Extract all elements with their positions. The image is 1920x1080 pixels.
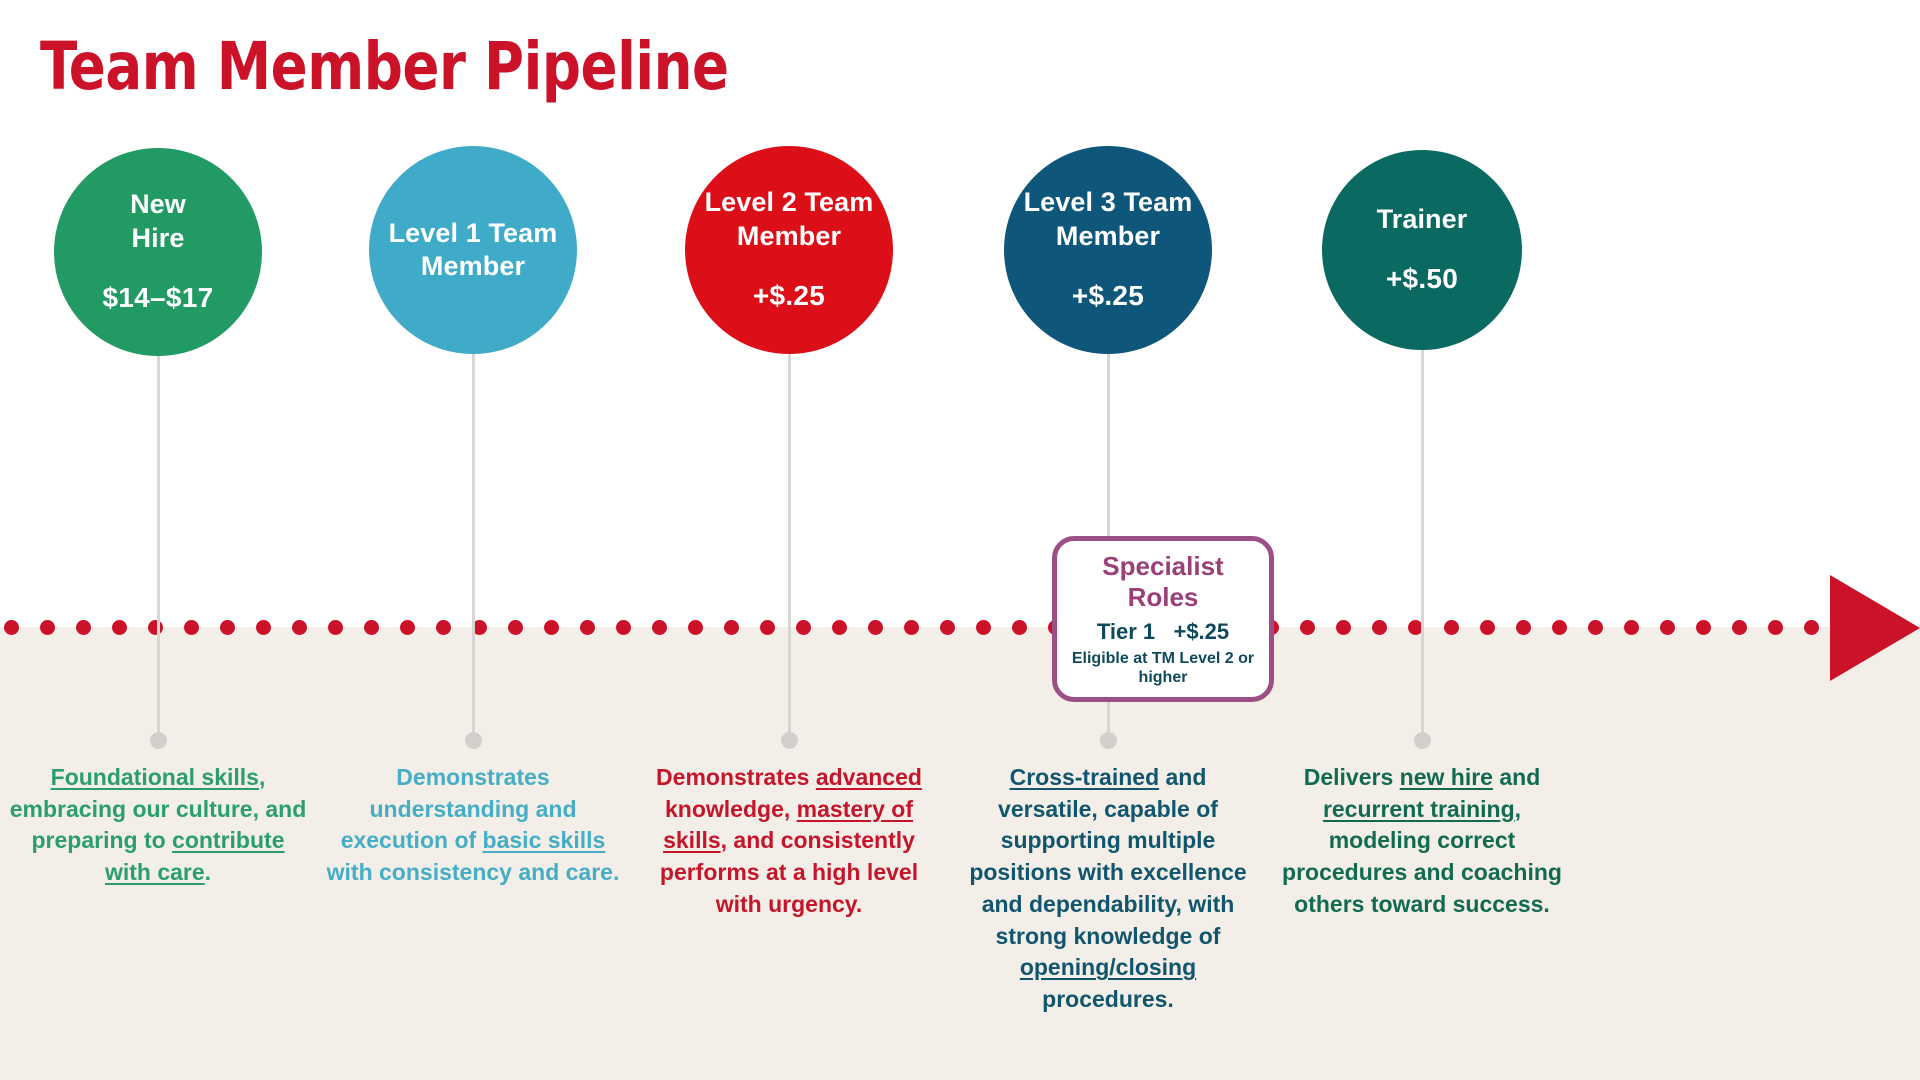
node-connector-dot bbox=[150, 732, 167, 749]
node-description-level-2: Demonstrates advanced knowledge, mastery… bbox=[656, 764, 922, 917]
node-connector-dot bbox=[1414, 732, 1431, 749]
specialist-roles-card[interactable]: Specialist Roles Tier 1 +$.25 Eligible a… bbox=[1052, 536, 1274, 702]
node-connector-dot bbox=[781, 732, 798, 749]
pipeline-node-trainer[interactable]: Trainer +$.50 bbox=[1322, 150, 1522, 350]
node-description-new-hire: Foundational skills, embracing our cultu… bbox=[9, 764, 307, 886]
node-connector-dot bbox=[1100, 732, 1117, 749]
node-wage: $14–$17 bbox=[102, 282, 214, 314]
node-connector-stem bbox=[788, 354, 791, 740]
page-title: Team Member Pipeline bbox=[40, 28, 729, 105]
specialist-roles-note: Eligible at TM Level 2 or higher bbox=[1071, 650, 1255, 687]
lower-background-band bbox=[0, 627, 1920, 1080]
node-title: Trainer bbox=[1376, 203, 1468, 234]
node-description-trainer: Delivers new hire and recurrent training… bbox=[1282, 764, 1562, 917]
node-description-level-3: Cross-trained and versatile, capable of … bbox=[969, 764, 1247, 1013]
node-connector-stem bbox=[157, 356, 160, 740]
node-connector-stem bbox=[1421, 350, 1424, 740]
node-description-level-1: Demonstrates understanding and execution… bbox=[326, 764, 620, 886]
specialist-roles-tier: Tier 1 +$.25 bbox=[1096, 619, 1230, 644]
node-wage: +$.25 bbox=[1071, 280, 1145, 312]
node-wage: +$.50 bbox=[1385, 263, 1459, 295]
node-connector-dot bbox=[465, 732, 482, 749]
specialist-roles-heading: Specialist Roles bbox=[1102, 550, 1224, 612]
node-wage: +$.25 bbox=[752, 280, 826, 312]
right-arrow-icon bbox=[1830, 575, 1920, 681]
node-connector-stem bbox=[472, 354, 475, 740]
